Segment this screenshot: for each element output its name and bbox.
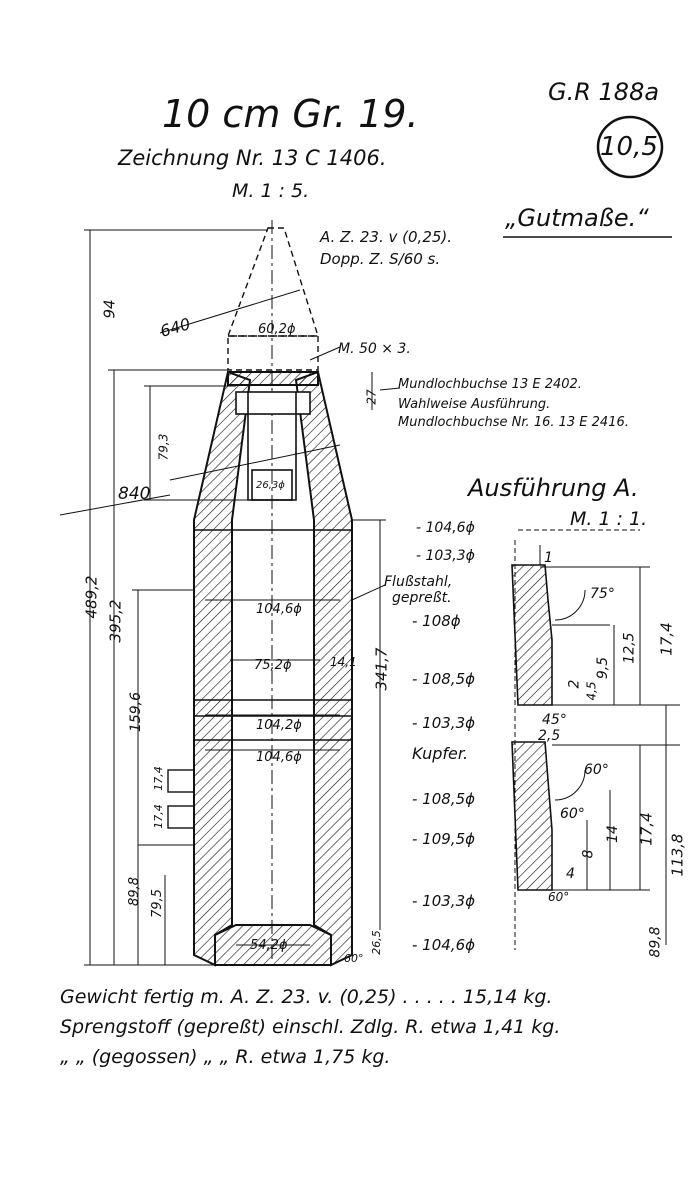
detail-dim-2-5: 2,5: [538, 728, 561, 744]
dim-27: 27: [364, 389, 379, 405]
detail-dim-109-5: - 109,5ϕ: [412, 830, 476, 848]
detail-dim-103-3-c: - 103,3ϕ: [412, 892, 476, 910]
fuze-line-2: Dopp. Z. S/60 s.: [320, 250, 441, 268]
dim-17-4-b: 17,4: [151, 804, 165, 829]
material-label-2: gepreßt.: [392, 590, 452, 606]
dim-89-8: 89,8: [126, 877, 142, 906]
dim-79-3: 79,3: [156, 433, 171, 461]
footer-explosive-pressed-line: Sprengstoff (gepreßt) einschl. Zdlg. R. …: [60, 1016, 561, 1038]
thread-label: M. 50 × 3.: [338, 341, 411, 357]
detail-dim-108-5-a: - 108,5ϕ: [412, 670, 476, 688]
detail-dim-104-6-b: - 104,6ϕ: [412, 936, 476, 954]
dim-26-3: 26,3ϕ: [256, 480, 285, 491]
driving-bands: [167, 529, 352, 829]
note-variant-2: Wahlweise Ausführung.: [398, 397, 551, 412]
material-label-1: Flußstahl,: [384, 574, 453, 590]
detail-dim-14: 14: [604, 825, 621, 843]
dim-94: 94: [100, 299, 119, 319]
dim-104-6-b: 104,6ϕ: [256, 750, 302, 765]
caliber-circle: [596, 115, 664, 179]
detail-dim-45-deg: 45°: [542, 712, 567, 728]
caliber-label: 10,5: [600, 132, 658, 162]
dim-159-6: 159,6: [128, 691, 145, 733]
detail-dim-60-deg-c: 60°: [548, 890, 570, 904]
detail-dim-108: - 108ϕ: [412, 612, 461, 630]
detail-dim-12-5: 12,5: [621, 632, 638, 664]
detail-a: [511, 529, 680, 950]
note-variant-3: Mundlochbuchse Nr. 16. 13 E 2416.: [398, 415, 629, 430]
detail-dim-4-5: 4,5: [584, 681, 599, 701]
dim-17-4-a: 17,4: [151, 766, 165, 791]
detail-scale: M. 1 : 1.: [570, 508, 648, 530]
detail-dim-60-deg-a: 60°: [584, 762, 609, 778]
dim-60-2: 60,2ϕ: [258, 322, 296, 337]
detail-dim-113-8: 113,8: [668, 833, 687, 877]
dim-489-2: 489,2: [82, 575, 101, 619]
detail-dim-17-4-a: 17,4: [657, 622, 676, 656]
dim-341-7: 341,7: [372, 647, 391, 691]
drawing-title: 10 cm Gr. 19.: [162, 92, 419, 136]
detail-dim-60-deg-b: 60°: [560, 806, 585, 822]
fuze-well: [235, 391, 311, 501]
detail-dim-103-3-b: - 103,3ϕ: [412, 714, 476, 732]
note-variant-1: Mundlochbuchse 13 E 2402.: [398, 377, 582, 392]
detail-dim-75-deg: 75°: [590, 586, 615, 602]
dimension-lines: [59, 229, 401, 966]
footer-weight-line: Gewicht fertig m. A. Z. 23. v. (0,25) . …: [60, 986, 553, 1008]
detail-dim-108-5-b: - 108,5ϕ: [412, 790, 476, 808]
dim-395-2: 395,2: [106, 599, 125, 643]
dim-26-5: 26,5: [369, 930, 383, 955]
detail-dim-8: 8: [580, 849, 597, 859]
fuze-line-1: A. Z. 23. v (0,25).: [320, 228, 453, 246]
dim-104-6-a: 104,6ϕ: [256, 602, 302, 617]
detail-dim-1: 1: [544, 550, 553, 566]
fuze-outline: [226, 227, 319, 371]
detail-dim-89-8: 89,8: [647, 926, 664, 958]
detail-dim-2: 2: [566, 679, 583, 689]
footer-explosive-cast-line: „ „ (gegossen) „ „ R. etwa 1,75 kg.: [60, 1046, 391, 1068]
dim-840: 840: [118, 484, 151, 504]
detail-dim-103-3-a: - 103,3ϕ: [416, 548, 475, 564]
dim-104-2: 104,2ϕ: [256, 718, 302, 733]
shell-body: [193, 370, 353, 967]
detail-dim-17-4-b: 17,4: [637, 812, 656, 846]
drawing-number: Zeichnung Nr. 13 C 1406.: [118, 146, 387, 170]
copper-label: Kupfer.: [412, 744, 469, 763]
detail-dim-104-6-a: - 104,6ϕ: [416, 520, 475, 536]
dim-79-5: 79,5: [149, 889, 165, 918]
dim-60-deg-a: 60°: [344, 952, 364, 965]
drawing-scale: M. 1 : 5.: [232, 180, 310, 202]
dim-54-2: 54,2ϕ: [250, 938, 288, 953]
dim-75-2: 75,2ϕ: [254, 658, 292, 673]
document-id: G.R 188a: [548, 78, 660, 106]
gutmasse-label: „Gutmaße.“: [505, 204, 649, 232]
detail-dim-9-5: 9,5: [595, 656, 612, 680]
dim-14-1: 14,1: [330, 655, 357, 669]
detail-dim-4: 4: [566, 866, 575, 882]
detail-title: Ausführung A.: [468, 474, 639, 502]
